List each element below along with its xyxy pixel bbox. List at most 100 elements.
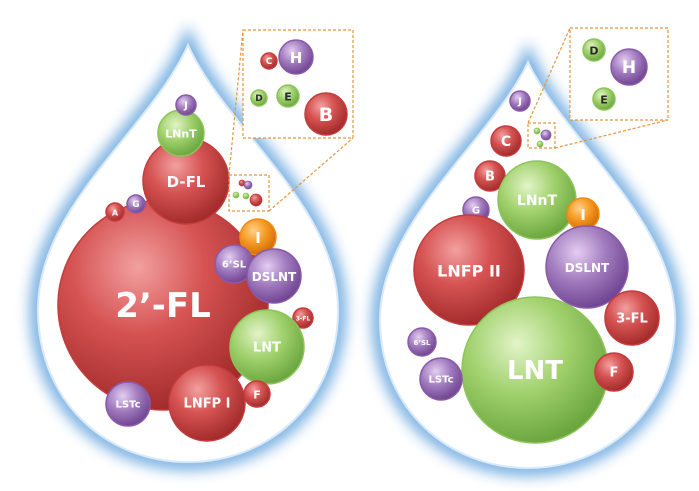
right-bubble-i-label: I [580,206,586,224]
left-bubble-dslnt-circle [246,248,302,304]
left-bubble-dslnt: DSLNT [246,248,302,304]
left-zoom-bubble-d-label: D [255,94,262,104]
left-bubble-lstc: LSTc [105,381,151,427]
left-bubble-g-circle [126,194,146,214]
left-bubble-j: J [175,94,197,116]
right-zoom-bubble-d-circle [582,38,606,62]
left-zoom-bubble-b: B [304,92,348,136]
right-bubble-lstc-label: LSTc [429,375,454,386]
right-bubble-b-circle [474,160,506,192]
left-bubble-3-fl-circle [292,307,314,329]
left-zoom-bubble-e-circle [276,84,300,108]
right-bubble-j-circle [509,90,531,112]
right-bubble-lnnt-label: LNnT [517,193,558,209]
right-zoom-bubble-h-label: H [622,58,636,78]
left-bubble-f-circle [243,380,271,408]
right-bubble-c: C [490,125,522,157]
left-bubble-lstc-circle [105,381,151,427]
right-zoom-bubble-h: H [610,48,648,86]
left-bubble-lnfp-i-circle [168,364,246,442]
left-zoom-bubble-d-circle [250,89,268,107]
left-bubble-lnt-circle [229,309,305,385]
zoom-callout-right: D H E [527,27,669,149]
left-bubble-j-circle [175,94,197,116]
left-bubble-a-label: A [112,209,119,218]
left-zoom-bubble-c: C [260,52,278,70]
left-bubble-lnnt: LNnT [157,109,205,157]
left-zoom-bubble-e: E [276,84,300,108]
left-zoom-bubble-c-label: C [266,57,273,67]
right-bubble-lstc-circle [419,357,463,401]
right-bubble-3-fl: 3-FL [604,290,660,346]
zoom-connector-right-top [527,27,571,124]
zoom-source-box-left [228,174,270,212]
right-bubble-lnfp-ii: LNFP II [413,214,525,326]
right-zoom-bubble-d-label: D [589,45,598,58]
right-source-dot-1 [540,129,552,141]
left-bubble-f-label: F [253,389,261,402]
left-zoom-bubble-h: H [278,39,314,75]
left-source-dot-1 [243,180,253,190]
right-bubble-j-label: J [517,97,522,108]
right-zoom-bubble-e: E [592,87,616,111]
zoom-source-box-right [527,122,556,149]
left-bubble-i: I [239,218,277,256]
right-zoom-bubble-e-label: E [600,94,608,107]
left-bubble-lnnt-label: LNnT [165,128,197,141]
right-source-dot-2 [536,140,544,148]
left-bubble-a: A [105,202,125,222]
left-bubble-3-fl: 3-FL [292,307,314,329]
right-bubble-f-label: F [610,366,619,381]
right-bubble-c-circle [490,125,522,157]
left-bubble-lnfp-i-label: LNFP I [184,397,231,412]
zoom-connector-left-top [228,29,244,176]
left-bubble-f: F [243,380,271,408]
left-source-dot-3 [242,192,250,200]
right-bubble-6sl: 6’SL [407,327,437,357]
drop-left: 2’-FL D-FL LNnT J AG I 6’SL DSLNT 3-FL LNT LSTc LNF… [29,25,347,471]
right-bubble-dslnt-circle [545,225,629,309]
zoom-callout-left: C H D E B [228,29,354,212]
right-bubble-f: F [594,352,634,392]
left-bubble-dslnt-label: DSLNT [252,270,297,284]
left-bubble-lstc-label: LSTc [116,400,141,411]
zoom-connector-left-bottom [268,137,354,212]
right-bubble-lnfp-ii-label: LNFP II [437,262,501,281]
left-zoom-bubble-h-label: H [290,49,303,67]
left-zoom-bubble-c-circle [260,52,278,70]
left-zoom-bubble-e-label: E [284,91,292,104]
right-bubble-dslnt: DSLNT [545,225,629,309]
right-zoom-bubble-d: D [582,38,606,62]
right-bubble-lnt: LNT [461,296,609,444]
left-bubble-g: G [126,194,146,214]
right-bubble-c-label: C [501,134,511,150]
left-zoom-bubble-h-circle [278,39,314,75]
left-bubble-6sl-label: 6’SL [222,260,247,271]
right-bubble-3-fl-circle [604,290,660,346]
right-source-dot-0 [533,127,541,135]
right-bubble-lstc: LSTc [419,357,463,401]
zoom-connector-right-bottom [554,119,669,149]
right-zoom-bubble-h-circle [610,48,648,86]
right-bubble-lnfp-ii-circle [413,214,525,326]
right-bubble-6sl-circle [407,327,437,357]
right-bubble-b-label: B [485,170,495,185]
right-bubble-6sl-label: 6’SL [413,339,431,347]
right-bubble-g-label: G [472,206,480,217]
right-zoom-bubble-e-circle [592,87,616,111]
right-bubble-j: J [509,90,531,112]
right-bubble-dslnt-label: DSLNT [565,261,610,275]
left-zoom-bubble-b-label: B [319,104,333,126]
left-bubble-d-fl-label: D-FL [167,173,206,191]
right-bubble-lnt-label: LNT [507,356,563,386]
drop-right: J C B LNnT G I LNFP II DSLNT 3-FL LNT 6’SL LSTc F [371,42,684,477]
left-bubble-2-fl-label: 2’-FL [115,286,211,326]
left-source-dot-4 [249,193,263,207]
left-bubble-j-label: J [183,101,188,112]
left-bubble-lnt-label: LNT [253,341,281,356]
left-bubble-3-fl-label: 3-FL [296,316,311,323]
left-bubble-a-circle [105,202,125,222]
right-bubble-f-circle [594,352,634,392]
right-bubble-b: B [474,160,506,192]
